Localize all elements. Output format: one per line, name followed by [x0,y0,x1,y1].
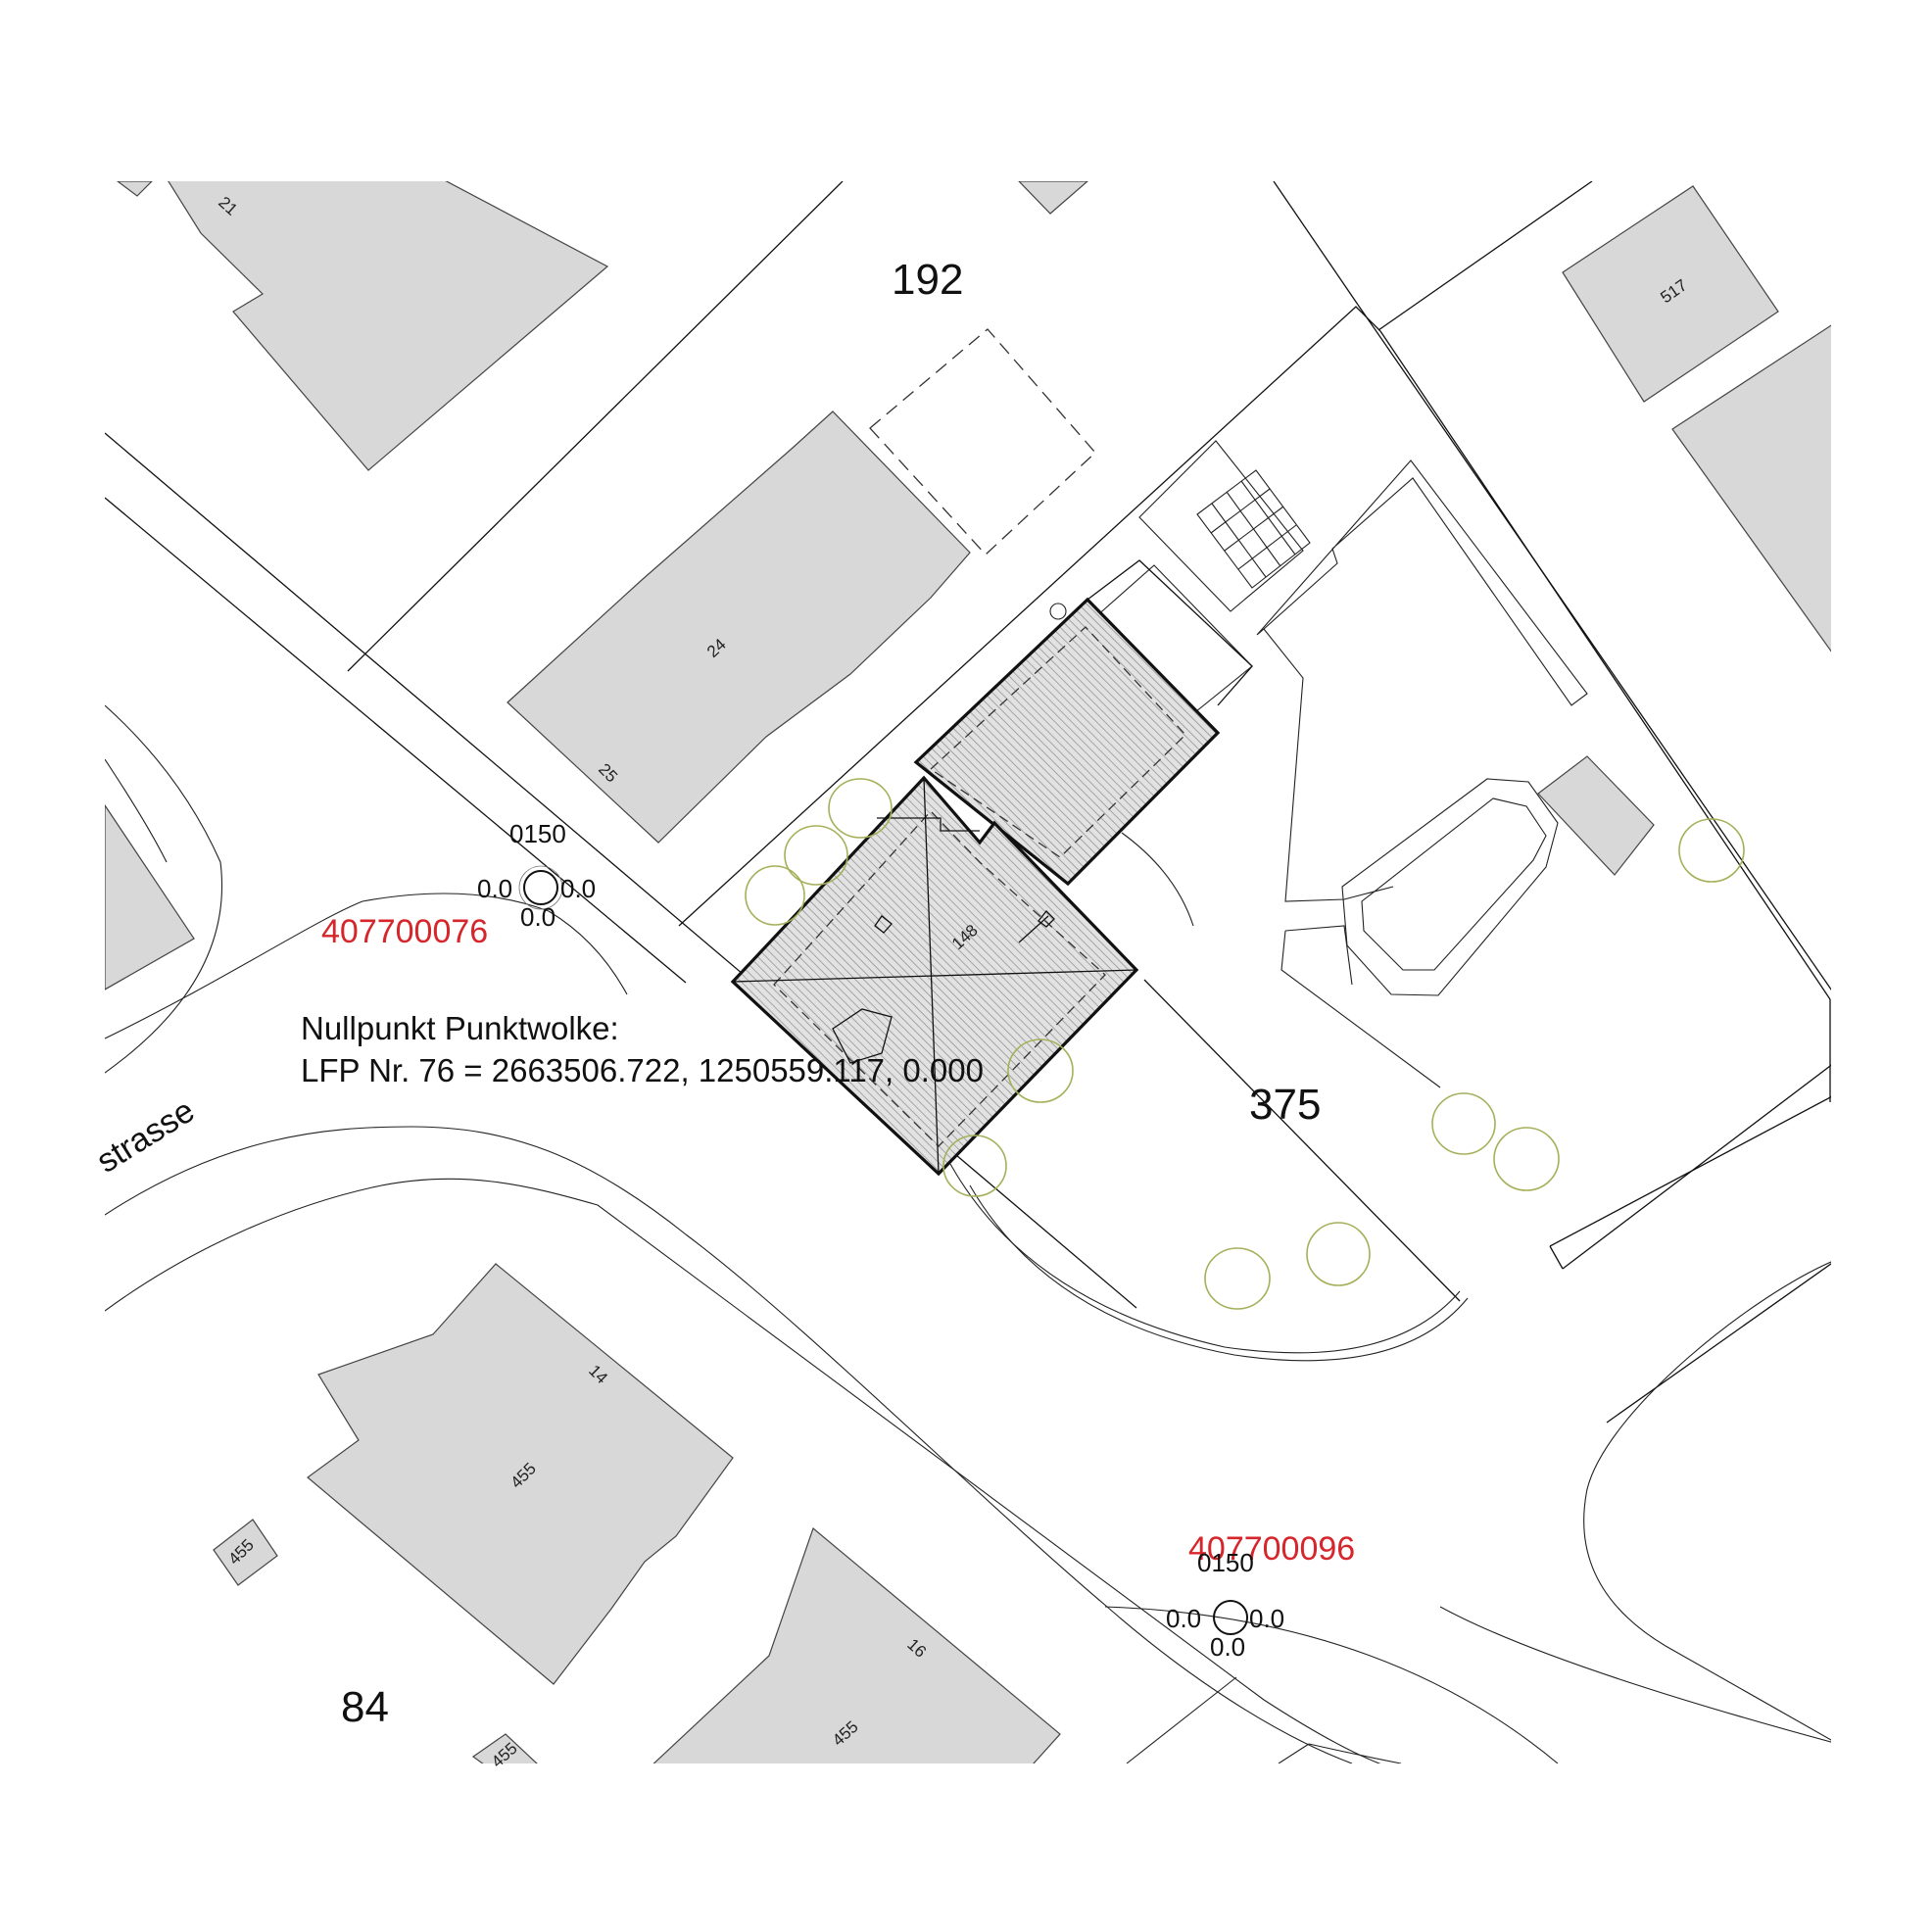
pool-outer [1341,778,1559,996]
control-point-407700076: 0150 0.0 0.0 0.0 407700076 [321,819,596,950]
house-148 [730,559,1253,1177]
tree-icon [942,1135,1007,1197]
tree-icon [1431,1092,1496,1155]
roof-annex [913,597,1221,887]
building-14-footprint [307,1263,734,1685]
point-offset-right: 0.0 [1249,1604,1284,1633]
point-offset-bottom: 0.0 [1210,1632,1245,1662]
building-right-edge [1671,324,1831,652]
building-top-stub [1018,181,1088,215]
garden-wall [1256,459,1588,706]
note-line-2: LFP Nr. 76 = 2663506.722, 1250559.117, 0… [301,1052,984,1088]
tree-icon [1204,1247,1271,1310]
building-pavilion [1537,755,1655,876]
building-455-small [213,1519,278,1586]
building-24-footprint [507,411,971,844]
tree-icon [745,865,805,926]
control-point-label: 407700076 [321,913,488,950]
building-517-footprint [1562,185,1779,403]
building-21-footprint [168,181,609,471]
map-frame [105,181,1831,1763]
tree-icon [1007,1038,1074,1103]
parcel-label: 84 [341,1683,389,1731]
point-offset-left: 0.0 [1166,1604,1201,1633]
point-offset-bottom: 0.0 [520,902,555,932]
control-point-407700096: 407700096 0150 0.0 0.0 0.0 [1166,1530,1355,1662]
building-16-footprint [652,1526,1061,1763]
parcel-lines [105,181,1831,1763]
point-offset-right: 0.0 [560,874,596,903]
street-label: strasse [90,1091,201,1180]
building-left-edge [105,803,195,990]
tree-icon [1678,818,1745,883]
building-top-left-stub [117,181,153,197]
note-line-1: Nullpunkt Punktwolke: [301,1010,619,1046]
building-455-bottom [471,1733,538,1763]
tree-icon [1493,1127,1560,1191]
parcel-label: 375 [1249,1081,1321,1129]
terrace-outline [1138,440,1304,612]
control-point-label: 407700096 [1188,1530,1355,1568]
tree-icon [1306,1222,1371,1286]
buildings-layer [105,181,1831,1763]
pool-inner [1361,797,1547,971]
point-code: 0150 [1197,1548,1254,1577]
parcel-label: 192 [892,256,963,304]
paving-grid [1196,469,1311,589]
point-offset-left: 0.0 [477,874,512,903]
trees-layer [745,778,1745,1310]
tree-icon [828,778,893,839]
point-code: 0150 [509,819,566,848]
tree-icon [784,825,848,886]
dashed-outline-carport [869,328,1096,555]
